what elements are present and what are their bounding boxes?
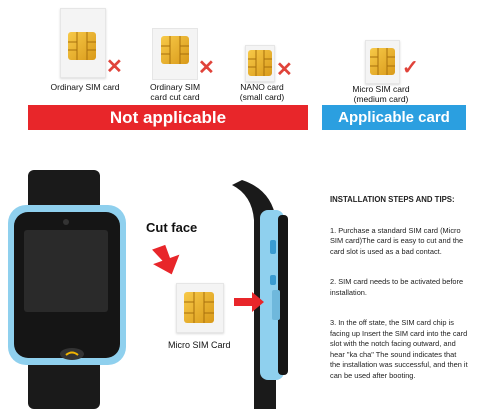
cut-face-label: Cut face — [146, 220, 198, 235]
sim-chip — [68, 32, 96, 60]
watch-side-image — [232, 180, 288, 409]
micro-sim-card-label: Micro SIM Card — [168, 340, 231, 350]
instruction-step-2: 2. SIM card needs to be activated before… — [330, 277, 464, 297]
not-applicable-banner: Not applicable — [28, 105, 308, 130]
sim-chip — [248, 50, 272, 76]
cut-sim-label-line1: Ordinary SIM — [149, 82, 201, 92]
nano-sim-label-line1: NANO card — [240, 82, 284, 92]
cut-sim-label-line2: card cut card — [150, 92, 200, 102]
cross-icon: ✕ — [276, 59, 293, 81]
sim-chip — [161, 36, 189, 64]
sim-chip — [370, 48, 395, 75]
ordinary-sim-card-image — [60, 8, 106, 78]
cross-icon: ✕ — [198, 57, 215, 79]
cross-icon: ✕ — [106, 56, 123, 78]
installation-instructions: INSTALLATION STEPS AND TIPS: 1. Purchase… — [330, 195, 468, 381]
nano-sim-label-line2: (small card) — [239, 92, 285, 102]
cut-sim-card-image — [152, 28, 198, 80]
nano-sim-card-image — [245, 45, 275, 82]
sim-chip — [184, 292, 214, 323]
micro-sim-label-line1: Micro SIM card — [352, 84, 410, 94]
micro-sim-card-diagram — [176, 283, 224, 333]
applicable-card-banner: Applicable card — [322, 105, 466, 130]
micro-sim-card-image — [365, 40, 400, 84]
micro-sim-label-line2: (medium card) — [353, 94, 409, 104]
check-icon: ✓ — [402, 57, 419, 79]
ordinary-sim-label: Ordinary SIM card — [50, 82, 120, 92]
smartwatch-image — [8, 170, 126, 409]
red-arrow-icon — [152, 244, 180, 275]
instruction-step-1: 1. Purchase a standard SIM card (Micro S… — [330, 225, 464, 256]
instruction-step-3: 3. In the off state, the SIM card chip i… — [330, 318, 468, 380]
instructions-heading: INSTALLATION STEPS AND TIPS: — [330, 195, 455, 204]
